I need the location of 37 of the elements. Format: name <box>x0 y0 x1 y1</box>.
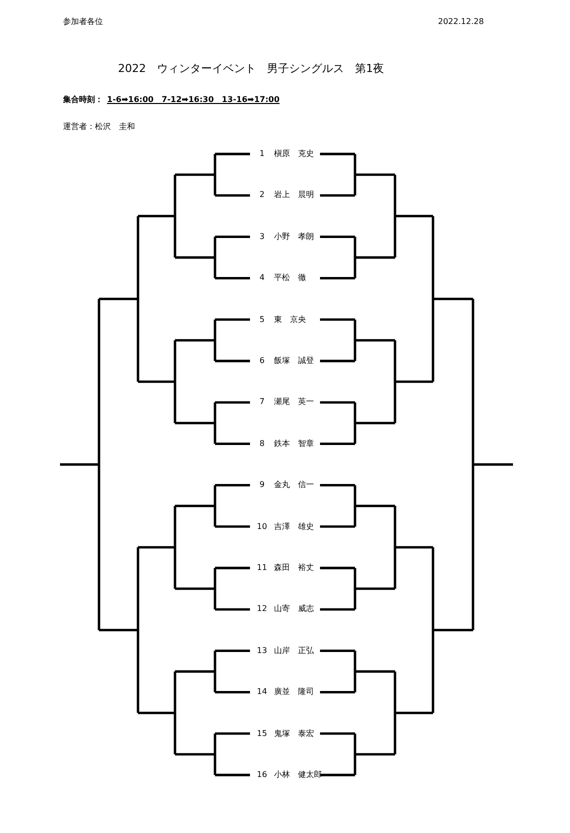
player-name: 山寄 威志 <box>274 604 314 614</box>
seed-number: 4 <box>258 273 266 284</box>
player-name: 小野 孝朗 <box>274 232 314 242</box>
seed-number: 15 <box>256 728 268 739</box>
seed-number: 14 <box>256 687 268 698</box>
player-name: 瀬尾 英一 <box>274 397 314 408</box>
player-name: 鉄本 智章 <box>274 438 314 449</box>
seed-number: 11 <box>256 563 268 573</box>
seed-number: 16 <box>256 770 268 780</box>
seed-number: 9 <box>258 480 266 490</box>
player-name: 槇原 克史 <box>274 149 314 159</box>
seed-number: 7 <box>258 397 266 408</box>
player-name: 廣並 隆司 <box>274 687 314 698</box>
seed-number: 2 <box>258 190 266 200</box>
player-name: 平松 徹 <box>274 273 306 284</box>
meeting-times: 1-6➡16:00 7-12➡16:30 13-16➡17:00 <box>107 95 280 105</box>
player-name: 岩上 晨明 <box>274 190 314 200</box>
seed-number: 1 <box>258 149 266 159</box>
organizer-line: 運営者：松沢 圭和 <box>63 122 135 132</box>
player-name: 吉澤 雄史 <box>274 522 314 532</box>
recipient-line: 参加者各位 <box>63 17 103 27</box>
player-name: 飯塚 誠登 <box>274 356 314 366</box>
seed-number: 6 <box>258 356 266 366</box>
seed-number: 10 <box>256 522 268 532</box>
player-name: 鬼塚 泰宏 <box>274 728 314 739</box>
player-name: 金丸 信一 <box>274 480 314 490</box>
note-label: 集合時刻： <box>63 95 103 105</box>
player-name: 東 京央 <box>274 314 306 325</box>
player-name: 森田 裕丈 <box>274 563 314 573</box>
seed-number: 5 <box>258 314 266 325</box>
seed-number: 12 <box>256 604 268 614</box>
player-name: 山岸 正弘 <box>274 646 314 656</box>
date: 2022.12.28 <box>438 17 484 27</box>
title: 2022 ウィンターイベント 男子シングルス 第1夜 <box>118 62 384 75</box>
seed-number: 3 <box>258 232 266 242</box>
seed-number: 13 <box>256 646 268 656</box>
seed-number: 8 <box>258 438 266 449</box>
